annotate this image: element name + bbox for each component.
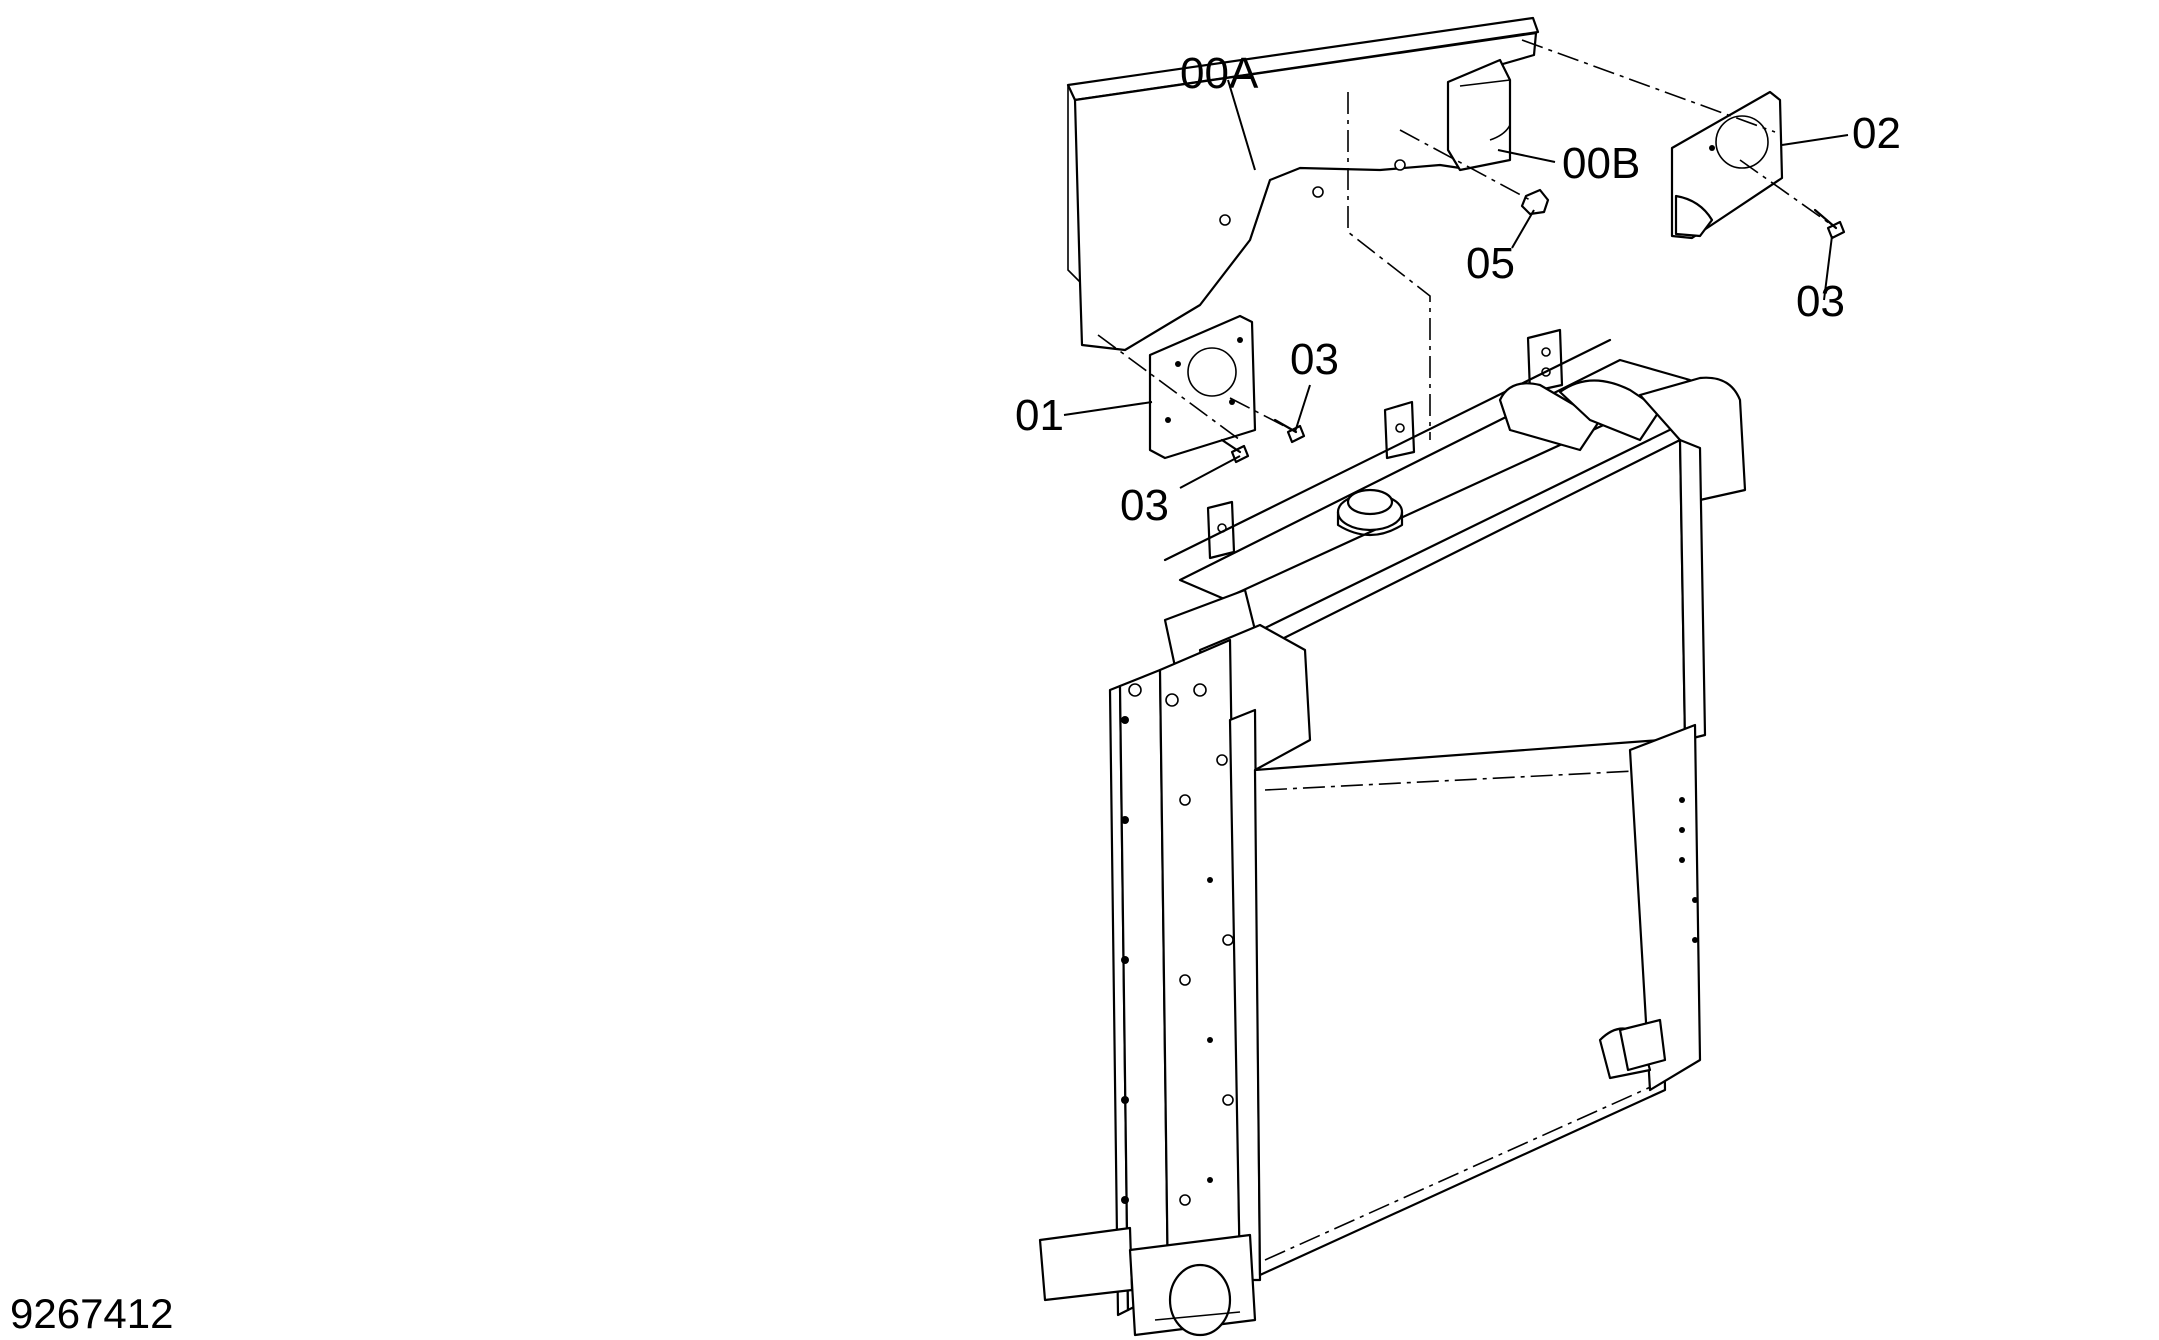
rubber-block-00B	[1446, 58, 1512, 172]
label-02: 02	[1852, 109, 1901, 158]
label-05: 05	[1466, 239, 1515, 288]
bolt-03-right	[1813, 208, 1846, 240]
leader-lines	[1063, 79, 1849, 489]
plate-01	[1148, 314, 1257, 460]
label-00B: 00B	[1562, 139, 1640, 188]
drawing-number: 9267412	[10, 1290, 174, 1337]
label-03-mid: 03	[1290, 335, 1339, 384]
radiator-assembly	[1038, 328, 1747, 1337]
label-00A: 00A	[1180, 49, 1259, 98]
label-03-left: 03	[1120, 481, 1169, 530]
top-bracket-00A	[1066, 16, 1540, 352]
radiator-cap	[1336, 488, 1404, 536]
nut-05	[1520, 188, 1550, 216]
assembly-center-lines	[1097, 39, 1837, 441]
label-01: 01	[1015, 391, 1064, 440]
plate-02	[1670, 90, 1784, 240]
label-03-right: 03	[1796, 277, 1845, 326]
